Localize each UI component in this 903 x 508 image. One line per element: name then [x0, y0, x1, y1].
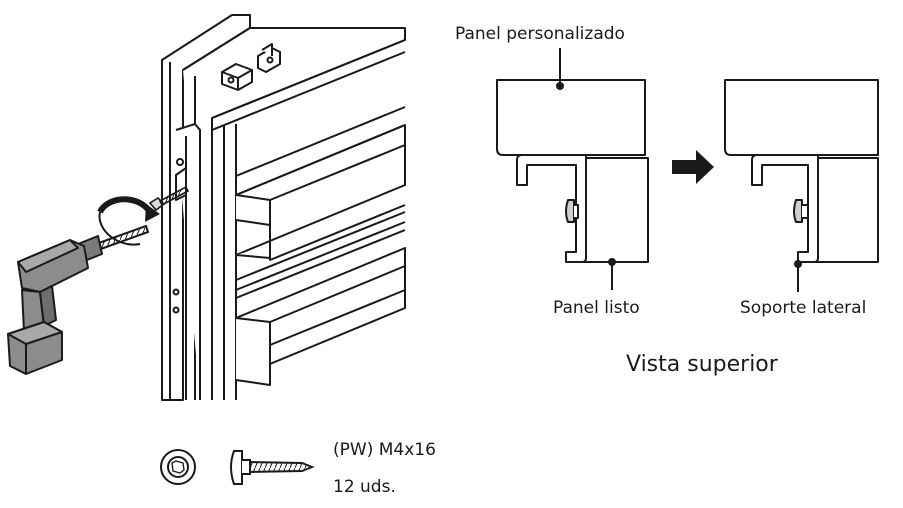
rotation-arrow-icon: [97, 196, 160, 246]
label-custom-panel: Panel personalizado: [455, 24, 625, 44]
screw-side-icon: [230, 450, 315, 485]
label-top-view: Vista superior: [626, 352, 778, 377]
label-screw-spec: (PW) M4x16: [333, 440, 436, 460]
label-side-bracket: Soporte lateral: [740, 298, 867, 318]
leader-lines-after: [794, 260, 802, 292]
power-drill-icon: [7, 225, 149, 375]
screw-head-top-icon: [160, 449, 196, 485]
right-arrow-icon: [672, 150, 714, 184]
top-view-after: [724, 79, 879, 263]
door-frame-illustration: [161, 14, 406, 401]
leader-lines-before: [556, 48, 616, 290]
label-ready-panel: Panel listo: [553, 298, 640, 318]
top-view-before: [496, 79, 649, 263]
screw-being-driven: [148, 185, 190, 212]
label-screw-qty: 12 uds.: [333, 477, 396, 497]
